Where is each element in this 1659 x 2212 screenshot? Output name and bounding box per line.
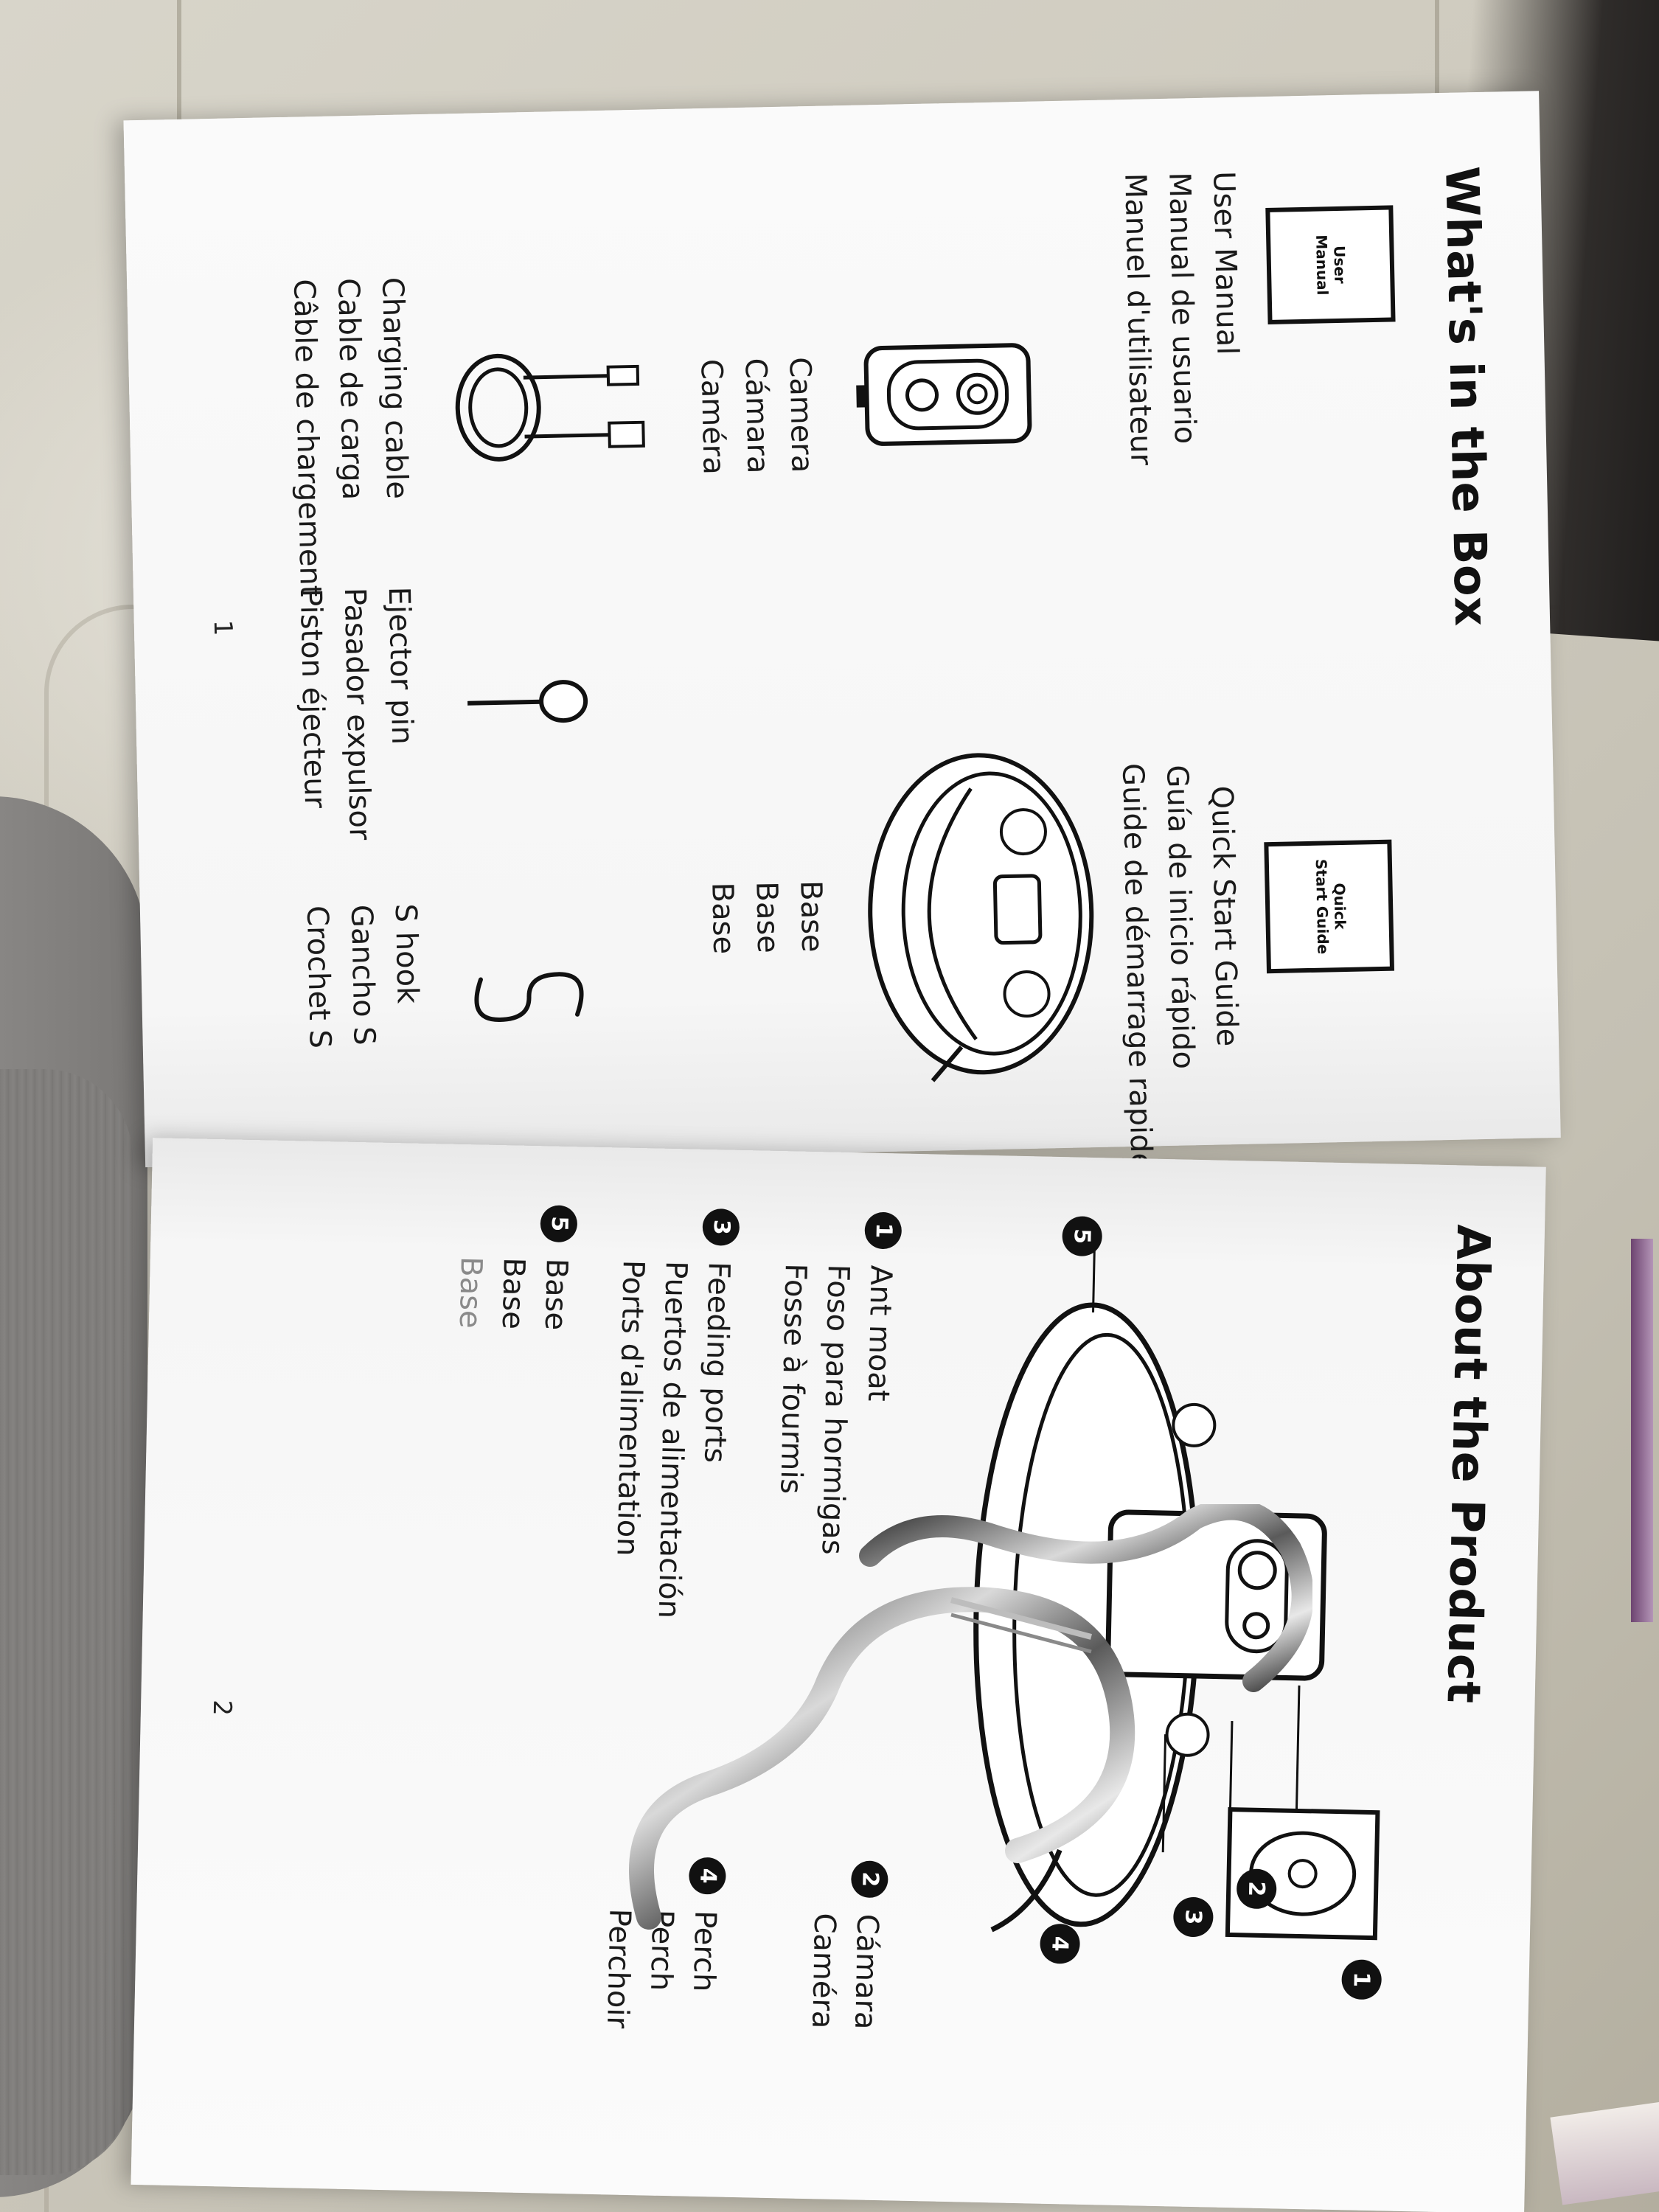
quick-start-es: Guía de inicio rápido bbox=[1160, 764, 1200, 1070]
product-diagram bbox=[933, 1199, 1420, 1946]
camera-label: Camera Cámara Caméra bbox=[689, 357, 824, 476]
part-5-base: 5Base Base Base bbox=[448, 1203, 580, 1331]
user-manual-icon: User Manual bbox=[1265, 204, 1396, 325]
user-manual-en: User Manual bbox=[1206, 170, 1245, 355]
s-hook-illustration bbox=[458, 944, 600, 1050]
cable-fr: Câble de chargement bbox=[287, 278, 328, 597]
user-manual-es: Manual de usuario bbox=[1162, 171, 1202, 445]
part-number-badge: 1 bbox=[864, 1211, 902, 1250]
part-number-badge: 3 bbox=[702, 1208, 740, 1246]
quick-start-guide-icon: Quick Start Guide bbox=[1263, 839, 1395, 975]
page-title: What's in the Box bbox=[1435, 165, 1499, 627]
page-number: 1 bbox=[207, 619, 238, 636]
base-fr: Base bbox=[705, 882, 741, 955]
user-manual-fr: Manuel d'utilisateur bbox=[1118, 173, 1158, 466]
base-es: Base bbox=[749, 880, 785, 954]
part-1-fr: Fosse à fourmis bbox=[773, 1263, 813, 1495]
s-hook-label: S hook Gancho S Crochet S bbox=[295, 903, 431, 1048]
instruction-booklet: What's in the Box User Manual User Manua… bbox=[123, 91, 1590, 2212]
part-5-en: Base bbox=[538, 1258, 574, 1331]
base-illustration bbox=[844, 741, 1132, 1086]
user-manual-box-label-2: Manual bbox=[1312, 234, 1332, 296]
part-number-badge: 5 bbox=[540, 1205, 578, 1243]
metal-s-hook bbox=[605, 1498, 1314, 1964]
quick-start-en: Quick Start Guide bbox=[1204, 785, 1245, 1047]
quick-start-label: Quick Start Guide Guía de inicio rápido … bbox=[1110, 761, 1250, 1171]
ejector-pin-label: Ejector pin Pasador expulsor Piston éjec… bbox=[288, 586, 426, 841]
ejector-pin-illustration bbox=[459, 641, 594, 762]
hook-fr: Crochet S bbox=[299, 905, 337, 1049]
page-about-the-product: About the Product bbox=[131, 1138, 1546, 2212]
charging-cable-illustration bbox=[445, 330, 655, 482]
cable-es: Cable de carga bbox=[331, 277, 370, 501]
part-3-en: Feeding ports bbox=[698, 1261, 736, 1464]
part-5-es: Base bbox=[495, 1257, 531, 1330]
purple-box-edge bbox=[1631, 1239, 1653, 1622]
page-whats-in-the-box: What's in the Box User Manual User Manua… bbox=[123, 91, 1561, 1172]
camera-en: Camera bbox=[782, 356, 819, 473]
svg-text:Quick: Quick bbox=[1330, 883, 1349, 930]
charging-cable-label: Charging cable Cable de carga Câble de c… bbox=[282, 276, 421, 597]
part-5-fr: Base bbox=[452, 1256, 488, 1329]
sleeve bbox=[0, 1069, 133, 2175]
base-label: Base Base Base bbox=[700, 880, 834, 955]
hook-es: Gancho S bbox=[344, 904, 381, 1046]
callout-1: 1 bbox=[1341, 1959, 1382, 2000]
page-title: About the Product bbox=[1436, 1223, 1501, 1705]
pin-es: Pasador expulsor bbox=[337, 587, 377, 841]
pin-fr: Piston éjecteur bbox=[293, 588, 333, 809]
camera-fr: Caméra bbox=[694, 358, 731, 476]
camera-illustration bbox=[851, 322, 1046, 466]
pin-en: Ejector pin bbox=[381, 586, 420, 745]
base-en: Base bbox=[793, 880, 830, 953]
user-manual-box-label-1: User bbox=[1330, 246, 1349, 284]
hook-en: S hook bbox=[388, 903, 425, 1004]
page-number: 2 bbox=[206, 1699, 237, 1717]
part-1-en: Ant moat bbox=[860, 1265, 898, 1402]
user-manual-label: User Manual Manual de usuario Manuel d'u… bbox=[1113, 171, 1251, 466]
cable-en: Charging cable bbox=[375, 276, 414, 500]
svg-text:Start Guide: Start Guide bbox=[1312, 859, 1332, 955]
camera-es: Cámara bbox=[738, 358, 775, 474]
